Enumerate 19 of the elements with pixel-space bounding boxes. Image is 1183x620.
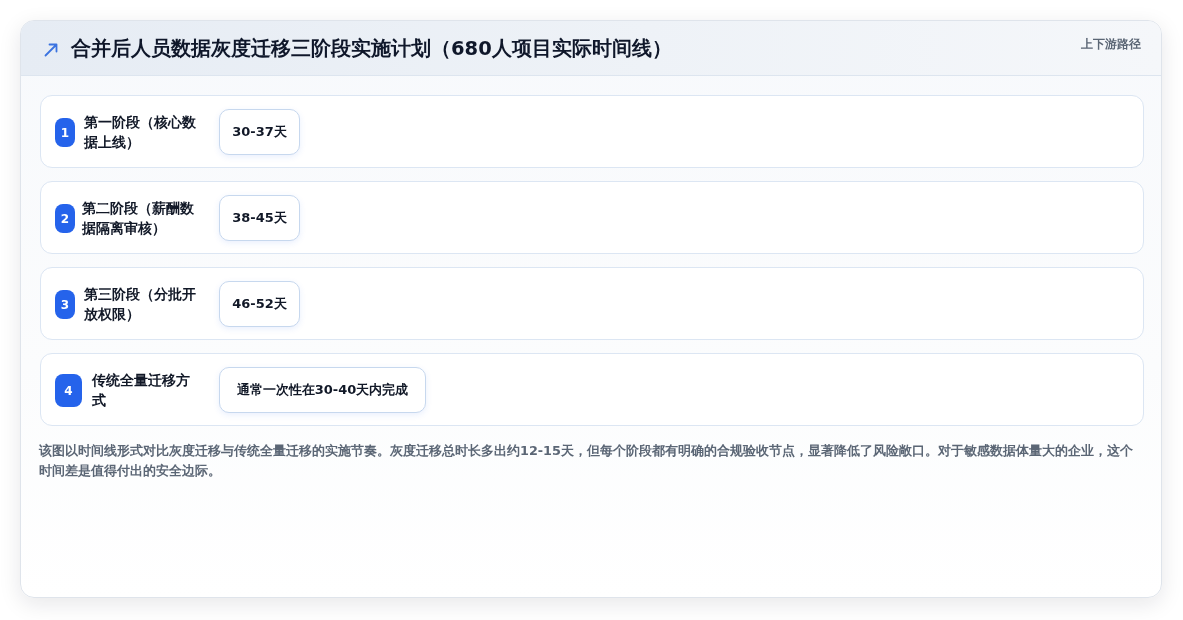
stage-row bbox=[40, 267, 1144, 340]
duration-tag: 30-37天 bbox=[219, 109, 300, 155]
number-badge: 1 bbox=[55, 118, 75, 147]
caption: 该图以时间线形式对比灰度迁移与传统全量迁移的实施节奏。灰度迁移总时长多出约12-15天，但每个阶段都有明确的合规验收节点，显著降低了风险敞口。对于敏感数据体量大的企业，这个时间差是值得付出的安全边际。 bbox=[39, 442, 1134, 480]
stage-name: 传统全量迁移方式 bbox=[92, 370, 191, 410]
number-badge: 4 bbox=[55, 374, 82, 407]
number-badge: 2 bbox=[55, 204, 75, 233]
duration-tag: 38-45天 bbox=[219, 195, 300, 241]
stage-name: 第一阶段（核心数据上线） bbox=[84, 112, 197, 152]
stage-row bbox=[40, 181, 1144, 254]
stage-row bbox=[40, 95, 1144, 168]
stage-row bbox=[40, 353, 1144, 426]
header-label: 上下游路径 bbox=[1081, 36, 1141, 53]
duration-tag: 46-52天 bbox=[219, 281, 300, 327]
number-badge: 3 bbox=[55, 290, 75, 319]
title: 合并后人员数据灰度迁移三阶段实施计划（680人项目实际时间线） bbox=[71, 36, 672, 62]
stage-name: 第二阶段（薪酬数据隔离审核） bbox=[82, 198, 195, 238]
duration-tag: 通常一次性在30-40天内完成 bbox=[219, 367, 426, 413]
stage-name: 第三阶段（分批开放权限） bbox=[84, 284, 197, 324]
